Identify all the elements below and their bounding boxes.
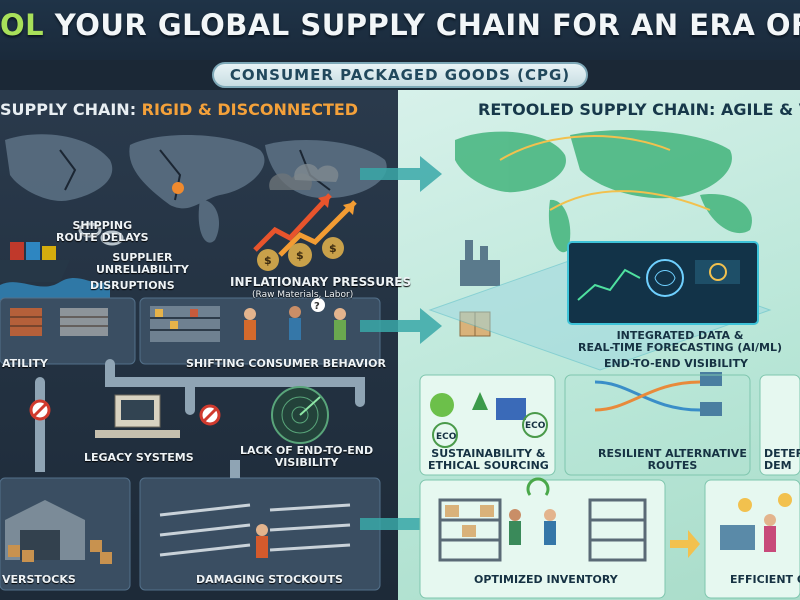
label-legacy-systems: LEGACY SYSTEMS	[84, 451, 194, 464]
svg-text:?: ?	[314, 301, 320, 312]
label-inflation-sub: (Raw Materials, Labor)	[252, 290, 354, 300]
label-lack-of-visibility: LACK OF END-TO-END VISIBILITY	[240, 444, 374, 469]
left-graphics: $ $ $ ?	[0, 134, 387, 591]
label-sustainability: SUSTAINABILITY & ETHICAL SOURCING	[428, 447, 549, 472]
happy-customers-icon	[720, 493, 792, 552]
svg-text:$: $	[329, 242, 337, 255]
sustainability-icons	[430, 392, 548, 448]
pipeline	[35, 359, 365, 465]
connected-world-map	[455, 130, 752, 253]
eco-badge: ECO	[525, 421, 546, 431]
title-highlight: OL	[0, 8, 45, 42]
label-efficient: EFFICIENT O	[730, 573, 800, 586]
label-overstocks: VERSTOCKS	[2, 573, 76, 586]
label-inflationary-pressures: INFLATIONARY PRESSURES	[230, 275, 412, 289]
panel-resilient-routes	[564, 374, 751, 476]
left-heading: SUPPLY CHAIN: RIGID & DISCONNECTED	[0, 100, 358, 119]
right-heading: RETOOLED SUPPLY CHAIN: AGILE & VI	[478, 100, 800, 119]
ai-brain-icon	[646, 259, 684, 297]
label-damaging-stockouts: DAMAGING STOCKOUTS	[196, 573, 343, 586]
right-graphics	[419, 130, 800, 599]
arrow-right-icon	[360, 308, 442, 344]
label-end-to-end-visibility: END-TO-END VISIBILITY	[604, 357, 748, 370]
brick-wall-icon	[10, 308, 108, 336]
store-shelves-icon	[150, 306, 220, 342]
empty-shelves-icon	[159, 503, 351, 557]
main-title: OL YOUR GLOBAL SUPPLY CHAIN FOR AN ERA O…	[0, 8, 800, 42]
route-lines	[499, 135, 711, 211]
confused-shoppers-icon: ?	[244, 298, 346, 340]
label-optimized-inventory: OPTIMIZED INVENTORY	[474, 573, 618, 586]
eco-badge: ECO	[436, 432, 457, 442]
left-heading-highlight: RIGID & DISCONNECTED	[141, 100, 359, 119]
label-disruptions: DISRUPTIONS	[90, 279, 175, 292]
ai-dashboard-screen	[567, 241, 759, 325]
svg-text:$: $	[264, 254, 272, 267]
arrow-right-icon	[670, 530, 700, 558]
inflation-graphic: $ $ $	[253, 163, 357, 271]
svg-text:$: $	[296, 249, 304, 262]
title-rest: YOUR GLOBAL SUPPLY CHAIN FOR AN ERA OF D…	[54, 8, 800, 42]
label-shifting-consumer-behavior: SHIFTING CONSUMER BEHAVIOR	[186, 357, 386, 370]
inventory-shelves-icon	[438, 477, 647, 562]
label-shipping-delays: SHIPPING ROUTE DELAYS	[56, 219, 149, 244]
subtitle-badge: CONSUMER PACKAGED GOODS (CPG)	[212, 62, 588, 88]
label-demand: DETER DEM	[764, 447, 800, 472]
label-integrated-data: INTEGRATED DATA & REAL-TIME FORECASTING …	[578, 329, 782, 354]
frustrated-shopper-icon	[256, 524, 268, 558]
cargo-ship	[0, 242, 110, 300]
label-supplier-unreliability: SUPPLIER UNRELIABILITY	[96, 251, 189, 276]
warehouse-overstock-icon	[5, 500, 112, 564]
resilient-routes-icon	[594, 372, 722, 416]
label-volatility: ATILITY	[2, 357, 48, 370]
broken-chain-icon	[78, 222, 124, 246]
label-resilient-routes: RESILIENT ALTERNATIVE ROUTES	[598, 447, 747, 472]
disruption-point	[172, 182, 184, 194]
left-heading-prefix: SUPPLY CHAIN:	[0, 100, 142, 119]
arrow-right-icon	[360, 156, 442, 192]
panel-demand	[759, 374, 800, 476]
factory-icon	[460, 240, 500, 286]
title-bar	[0, 0, 800, 60]
legacy-computer-icon	[95, 394, 180, 438]
radar-icon	[271, 386, 329, 444]
